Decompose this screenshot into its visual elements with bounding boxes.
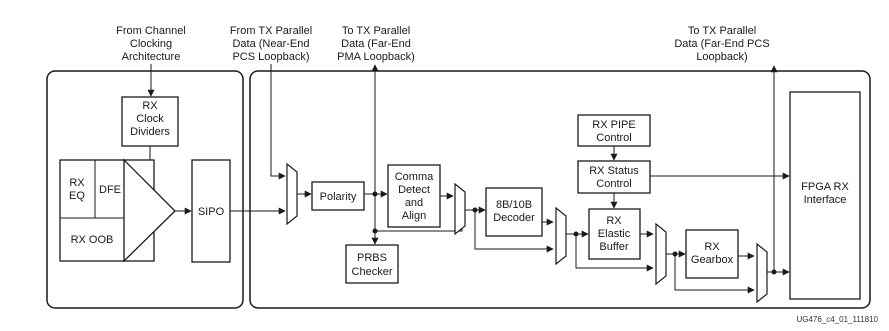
svg-text:RX Status: RX Status bbox=[589, 165, 639, 177]
comma-mux bbox=[454, 182, 466, 236]
junction-dot bbox=[472, 207, 478, 213]
svg-text:RX: RX bbox=[69, 177, 85, 189]
svg-text:SIPO: SIPO bbox=[198, 206, 225, 218]
svg-text:Gearbox: Gearbox bbox=[691, 254, 734, 266]
svg-text:Buffer: Buffer bbox=[599, 241, 628, 253]
loopback-mux bbox=[286, 162, 298, 226]
svg-text:and: and bbox=[405, 197, 423, 209]
wire-decoder-bypass bbox=[474, 210, 554, 253]
rx-gearbox-block: RX Gearbox bbox=[685, 229, 739, 279]
svg-text:Data (Near-End: Data (Near-End bbox=[232, 38, 309, 50]
label-from-channel-clocking: From Channel Clocking Architecture bbox=[116, 25, 186, 63]
svg-text:RX PIPE: RX PIPE bbox=[592, 119, 635, 131]
svg-text:PMA Loopback): PMA Loopback) bbox=[337, 51, 415, 63]
comma-detect-align-block: Comma Detect and Align bbox=[387, 164, 441, 228]
junction-dot bbox=[672, 251, 678, 257]
svg-text:Loopback): Loopback) bbox=[696, 51, 747, 63]
svg-text:PRBS: PRBS bbox=[357, 252, 387, 264]
svg-text:Control: Control bbox=[596, 132, 631, 144]
svg-text:Align: Align bbox=[402, 210, 426, 222]
svg-text:Detect: Detect bbox=[398, 184, 430, 196]
svg-text:Checker: Checker bbox=[352, 266, 393, 278]
elastic-mux bbox=[655, 222, 667, 286]
sipo-block: SIPO bbox=[191, 159, 231, 263]
label-from-tx-near-end-pcs-loopback: From TX Parallel Data (Near-End PCS Loop… bbox=[230, 25, 312, 63]
svg-text:FPGA RX: FPGA RX bbox=[801, 181, 849, 193]
svg-text:Clocking: Clocking bbox=[130, 38, 172, 50]
junction-dot bbox=[771, 269, 777, 275]
svg-text:Decoder: Decoder bbox=[493, 212, 535, 224]
svg-text:EQ: EQ bbox=[69, 190, 85, 202]
junction-dot bbox=[573, 231, 579, 237]
8b10b-decoder-block: 8B/10B Decoder bbox=[485, 187, 543, 237]
prbs-checker-block: PRBS Checker bbox=[345, 244, 399, 284]
junction-dot bbox=[372, 228, 378, 234]
rx-eq-block: RX EQ bbox=[69, 177, 85, 202]
wire-gearbox-bypass bbox=[674, 254, 755, 294]
svg-text:To TX Parallel: To TX Parallel bbox=[342, 25, 410, 37]
svg-text:RX: RX bbox=[606, 215, 622, 227]
polarity-block: Polarity bbox=[311, 181, 365, 211]
rx-pipe-control-block: RX PIPE Control bbox=[577, 114, 651, 147]
output-mux bbox=[756, 242, 768, 304]
svg-text:Comma: Comma bbox=[395, 171, 434, 183]
wire-near-end-loopback bbox=[270, 64, 286, 180]
decoder-mux bbox=[555, 206, 567, 266]
svg-text:Clock: Clock bbox=[136, 113, 164, 125]
svg-text:Data (Far-End PCS: Data (Far-End PCS bbox=[674, 38, 769, 50]
svg-text:RX: RX bbox=[704, 241, 720, 253]
svg-text:Data (Far-End: Data (Far-End bbox=[341, 38, 411, 50]
rx-oob-block: RX OOB bbox=[71, 234, 114, 246]
label-to-tx-far-end-pcs-loopback: To TX Parallel Data (Far-End PCS Loopbac… bbox=[674, 25, 769, 63]
svg-text:From Channel: From Channel bbox=[116, 25, 186, 37]
label-to-tx-far-end-pma-loopback: To TX Parallel Data (Far-End PMA Loopbac… bbox=[337, 25, 415, 63]
svg-text:Elastic: Elastic bbox=[598, 228, 631, 240]
svg-text:Polarity: Polarity bbox=[320, 191, 357, 203]
svg-text:Control: Control bbox=[596, 178, 631, 190]
svg-text:Architecture: Architecture bbox=[122, 51, 181, 63]
rx-status-control-block: RX Status Control bbox=[577, 160, 651, 194]
svg-text:PCS Loopback): PCS Loopback) bbox=[232, 51, 309, 63]
rx-clock-dividers-block: RX Clock Dividers bbox=[121, 96, 179, 147]
svg-text:Interface: Interface bbox=[804, 194, 847, 206]
fpga-rx-interface-block: FPGA RX Interface bbox=[789, 91, 861, 300]
svg-text:8B/10B: 8B/10B bbox=[496, 199, 532, 211]
svg-text:RX: RX bbox=[142, 100, 158, 112]
svg-text:To TX Parallel: To TX Parallel bbox=[688, 25, 756, 37]
figure-id: UG476_c4_01_111810 bbox=[796, 315, 878, 324]
dfe-block: DFE bbox=[99, 184, 121, 196]
rx-elastic-buffer-block: RX Elastic Buffer bbox=[588, 208, 641, 260]
svg-text:From TX Parallel: From TX Parallel bbox=[230, 25, 312, 37]
wire-elastic-bypass bbox=[575, 234, 654, 272]
rx-front-end bbox=[59, 158, 176, 263]
pcs-panel bbox=[249, 70, 871, 309]
pma-panel bbox=[46, 70, 244, 309]
svg-text:Dividers: Dividers bbox=[130, 126, 170, 138]
